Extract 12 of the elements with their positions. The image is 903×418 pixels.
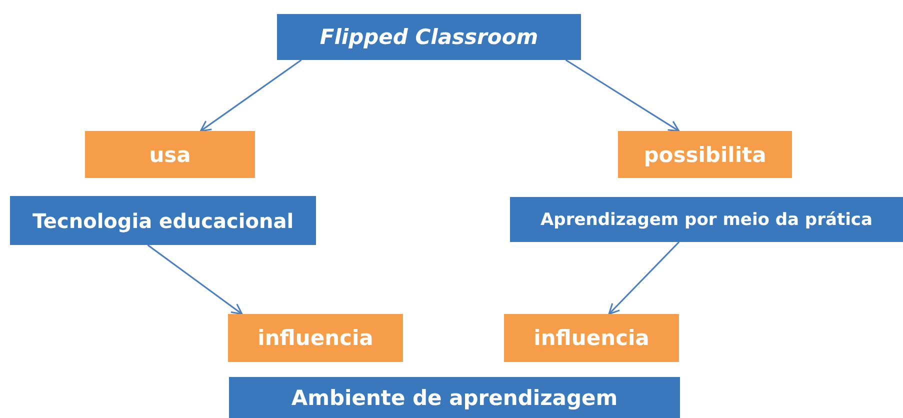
relation-box: influencia bbox=[504, 314, 679, 362]
arrow bbox=[200, 59, 302, 132]
concept-box: Aprendizagem por meio da prática bbox=[510, 197, 903, 242]
arrow bbox=[147, 244, 243, 315]
concept-box: Ambiente de aprendizagem bbox=[229, 377, 680, 418]
relation-box: usa bbox=[85, 131, 255, 178]
relation-box: influencia bbox=[228, 314, 403, 362]
arrow bbox=[608, 241, 680, 315]
relation-box: possibilita bbox=[618, 131, 792, 178]
title-box: Flipped Classroom bbox=[277, 14, 581, 60]
arrow bbox=[565, 59, 680, 132]
concept-box: Tecnologia educacional bbox=[10, 196, 316, 245]
